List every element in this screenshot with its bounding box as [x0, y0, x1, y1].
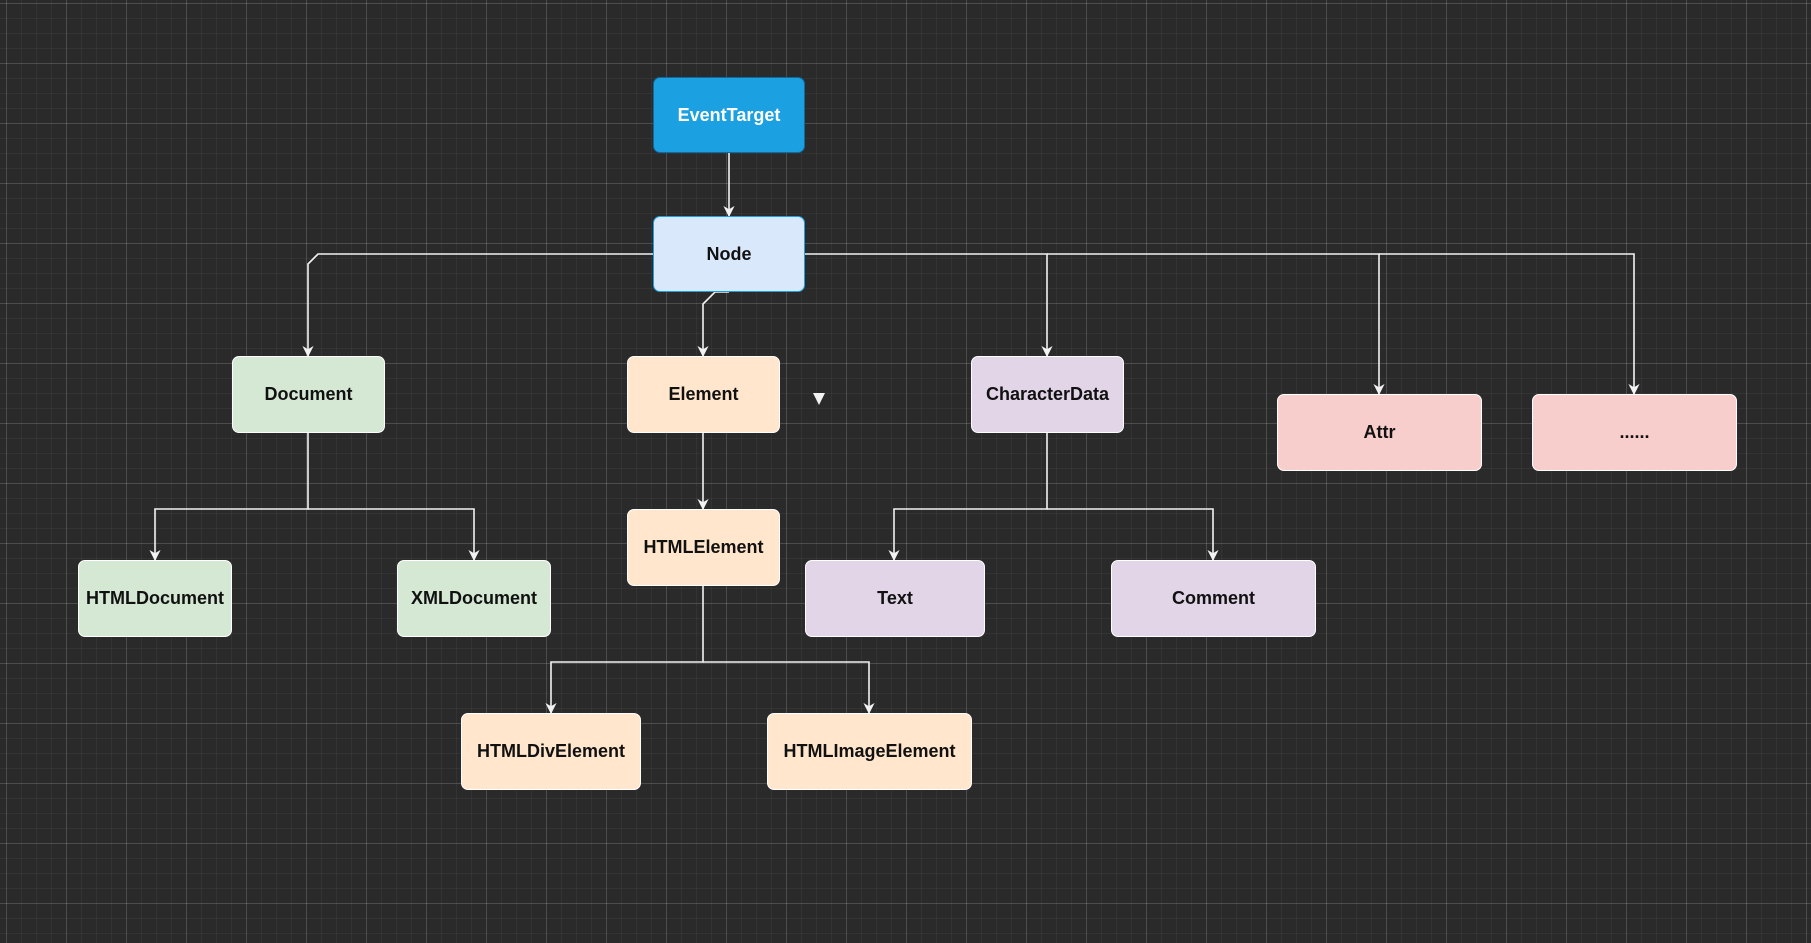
node-characterdata[interactable]: CharacterData — [971, 356, 1124, 433]
node-label-document: Document — [264, 384, 353, 404]
node-element[interactable]: Element — [627, 356, 780, 433]
node-node[interactable]: Node — [653, 216, 805, 292]
node-label-htmldivelement: HTMLDivElement — [476, 741, 626, 761]
connector-characterdata-to-text — [888, 433, 1048, 562]
node-htmldocument[interactable]: HTMLDocument — [78, 560, 232, 637]
node-label-more: ...... — [1619, 422, 1650, 442]
node-htmldivelement[interactable]: HTMLDivElement — [461, 713, 641, 790]
node-label-htmlelement: HTMLElement — [643, 537, 764, 557]
node-label-characterdata: CharacterData — [985, 384, 1110, 404]
node-xmldocument[interactable]: XMLDocument — [397, 560, 551, 637]
node-label-text: Text — [877, 588, 913, 608]
node-comment[interactable]: Comment — [1111, 560, 1316, 637]
node-label-xmldocument: XMLDocument — [411, 588, 537, 608]
node-document[interactable]: Document — [232, 356, 385, 433]
node-text[interactable]: Text — [805, 560, 985, 637]
node-htmlelement[interactable]: HTMLElement — [627, 509, 780, 586]
connector-htmlelement-to-htmlimageelement — [703, 661, 875, 715]
connector-document-to-htmldocument — [149, 433, 309, 562]
node-label-element: Element — [668, 384, 739, 404]
connector-document-to-xmldocument — [308, 508, 480, 562]
node-more[interactable]: ...... — [1532, 394, 1737, 471]
connector-characterdata-to-comment — [1047, 508, 1219, 562]
node-eventtarget[interactable]: EventTarget — [653, 77, 805, 153]
node-attr[interactable]: Attr — [1277, 394, 1482, 471]
stray-arrowhead-marker — [813, 393, 825, 405]
node-label-node: Node — [706, 243, 752, 264]
node-label-eventtarget: EventTarget — [677, 104, 781, 125]
node-label-htmldocument: HTMLDocument — [86, 588, 224, 608]
node-htmlimageelement[interactable]: HTMLImageElement — [767, 713, 972, 790]
node-label-comment: Comment — [1171, 588, 1255, 608]
node-label-attr: Attr — [1363, 422, 1396, 442]
connector-node-to-document — [302, 253, 653, 358]
node-label-htmlimageelement: HTMLImageElement — [783, 741, 956, 761]
connector-node-to-characterdata — [805, 253, 1053, 358]
connector-htmlelement-to-htmldivelement — [545, 586, 704, 715]
connector-node-to-element — [697, 291, 729, 358]
connector-node-to-more — [1379, 253, 1640, 396]
